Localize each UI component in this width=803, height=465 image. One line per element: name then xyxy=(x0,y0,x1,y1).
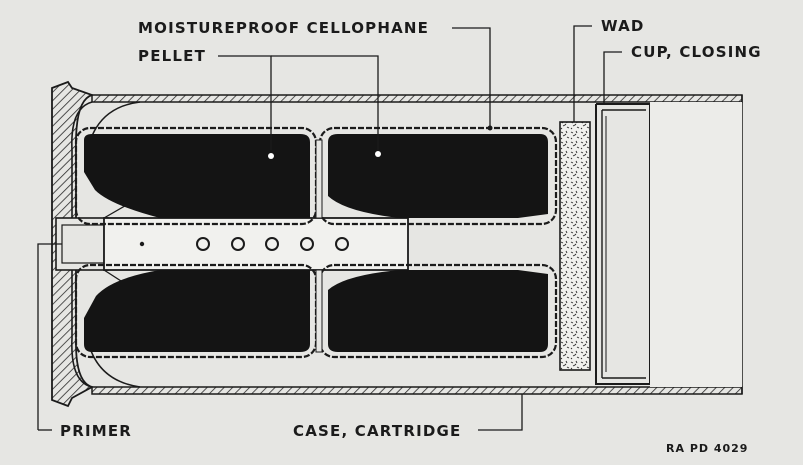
label-moistureproof-cellophane: MOISTUREPROOF CELLOPHANE xyxy=(138,19,430,37)
pellet-upper-right xyxy=(328,134,548,218)
leader-lines xyxy=(37,25,622,431)
label-case-cartridge: CASE, CARTRIDGE xyxy=(293,422,462,440)
figure-code: RA PD 4029 xyxy=(666,442,749,455)
wad xyxy=(559,121,591,371)
label-wad: WAD xyxy=(601,17,645,35)
pellet-lower-right xyxy=(328,270,548,352)
label-cup-closing: CUP, CLOSING xyxy=(631,43,762,61)
pellet-lower-left xyxy=(84,270,310,352)
pellet-leader-dot-1 xyxy=(268,153,274,159)
primer-vent-holes xyxy=(196,237,349,251)
primer-leader-dot xyxy=(139,241,145,247)
closing-cup xyxy=(595,102,742,387)
pellet-upper-left xyxy=(84,134,310,218)
pellets xyxy=(74,125,558,359)
label-primer: PRIMER xyxy=(60,422,133,440)
pellet-leader-dot-2 xyxy=(375,151,381,157)
label-pellet: PELLET xyxy=(138,47,207,65)
